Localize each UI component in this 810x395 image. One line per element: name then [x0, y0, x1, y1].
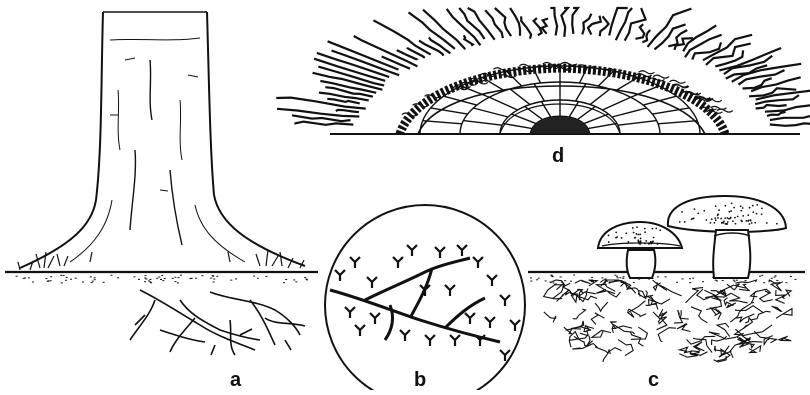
magnified-root-circle [325, 205, 525, 390]
panel-a-label: a [230, 369, 242, 390]
grass-tufts [18, 250, 304, 270]
large-mushroom [668, 196, 786, 278]
mycelium-network [544, 280, 792, 362]
root-cross-section [276, 8, 810, 134]
small-mushroom [598, 222, 682, 278]
panel-b-label: b [414, 369, 426, 390]
panel-c-label: c [648, 369, 659, 390]
panel-d-label: d [552, 145, 564, 167]
tree-roots [130, 290, 305, 355]
tree-trunk [20, 12, 305, 268]
